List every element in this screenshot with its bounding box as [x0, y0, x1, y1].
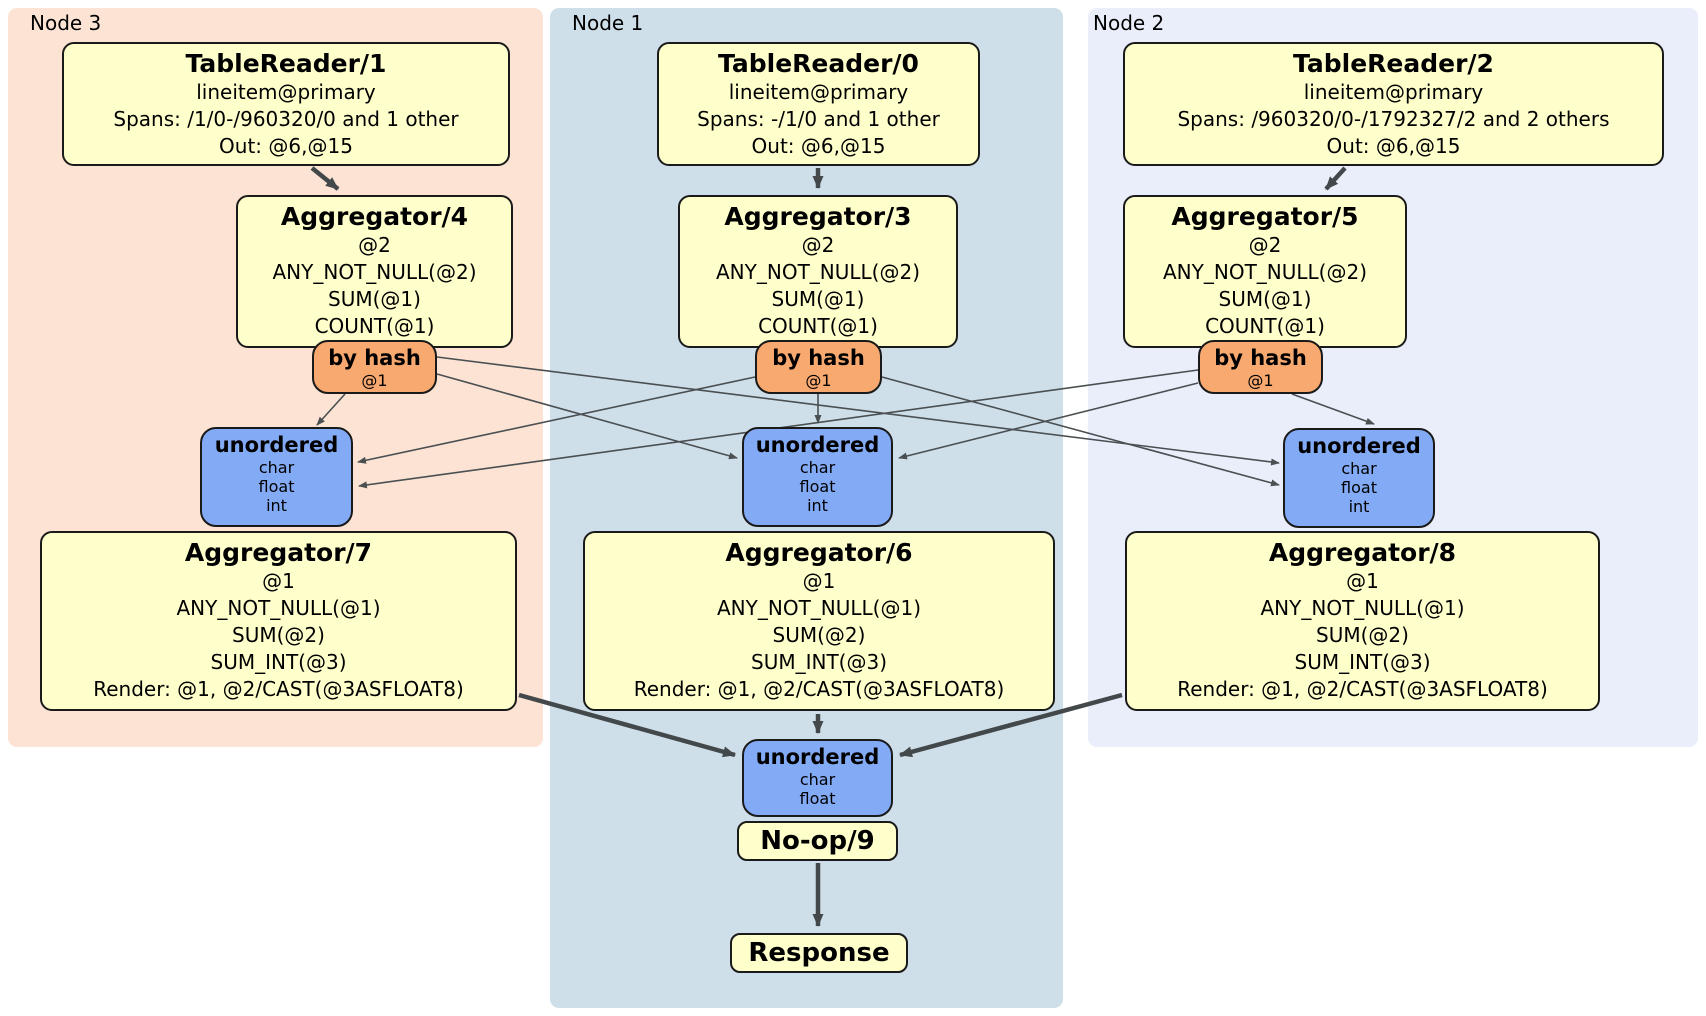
hash-router-node1-title: by hash	[772, 346, 865, 370]
aggregator-8-group: @1	[1346, 569, 1379, 593]
aggregator-7-fn2: SUM(@2)	[232, 623, 325, 647]
tablereader-1-index: lineitem@primary	[196, 80, 376, 104]
tablereader-2-spans: Spans: /960320/0-/1792327/2 and 2 others	[1177, 107, 1610, 131]
aggregator-5-fn2: SUM(@1)	[1218, 287, 1312, 311]
hash-router-node1-key: @1	[805, 371, 832, 390]
sync-col-int: int	[266, 496, 287, 515]
unordered-sync-node2: unordered char float int	[1283, 428, 1435, 528]
unordered-sync-final: unordered char float	[742, 739, 893, 817]
aggregator-6-fn3: SUM_INT(@3)	[751, 650, 887, 674]
tablereader-0-title: TableReader/0	[718, 49, 919, 78]
aggregator-5-box: Aggregator/5 @2 ANY_NOT_NULL(@2) SUM(@1)…	[1123, 195, 1407, 348]
tablereader-2-box: TableReader/2 lineitem@primary Spans: /9…	[1123, 42, 1664, 166]
noop-9-box: No-op/9	[737, 821, 898, 861]
tablereader-0-out: Out: @6,@15	[751, 134, 886, 158]
aggregator-7-render: Render: @1, @2/CAST(@3ASFLOAT8)	[93, 677, 464, 701]
aggregator-5-title: Aggregator/5	[1171, 202, 1359, 231]
aggregator-5-group: @2	[1248, 233, 1282, 257]
aggregator-7-group: @1	[262, 569, 295, 593]
aggregator-4-box: Aggregator/4 @2 ANY_NOT_NULL(@2) SUM(@1)…	[236, 195, 513, 348]
aggregator-3-title: Aggregator/3	[724, 202, 912, 231]
aggregator-4-fn1: ANY_NOT_NULL(@2)	[272, 260, 477, 284]
tablereader-1-title: TableReader/1	[185, 49, 387, 78]
tablereader-1-box: TableReader/1 lineitem@primary Spans: /1…	[62, 42, 510, 166]
sync-col-char: char	[258, 458, 295, 477]
tablereader-0-index: lineitem@primary	[728, 80, 909, 104]
aggregator-3-box: Aggregator/3 @2 ANY_NOT_NULL(@2) SUM(@1)…	[678, 195, 958, 348]
sync-col-float: float	[258, 477, 295, 496]
aggregator-7-fn3: SUM_INT(@3)	[210, 650, 347, 674]
hash-router-node2-key: @1	[1247, 371, 1274, 390]
tablereader-2-out: Out: @6,@15	[1326, 134, 1461, 158]
aggregator-3-fn1: ANY_NOT_NULL(@2)	[716, 260, 920, 284]
aggregator-4-title: Aggregator/4	[280, 202, 469, 231]
tablereader-1-out: Out: @6,@15	[219, 134, 353, 158]
unordered-sync-node2-title: unordered	[1297, 434, 1421, 458]
aggregator-5-fn3: COUNT(@1)	[1205, 314, 1325, 338]
sync-col-float: float	[799, 789, 836, 808]
tablereader-2-index: lineitem@primary	[1303, 80, 1484, 104]
aggregator-4-fn2: SUM(@1)	[328, 287, 421, 311]
hash-router-node1: by hash @1	[755, 340, 882, 394]
aggregator-6-fn2: SUM(@2)	[772, 623, 866, 647]
aggregator-4-group: @2	[358, 233, 391, 257]
unordered-sync-node1-title: unordered	[755, 433, 880, 457]
aggregator-6-render: Render: @1, @2/CAST(@3ASFLOAT8)	[633, 677, 1005, 701]
sync-col-float: float	[1341, 478, 1377, 497]
aggregator-8-fn1: ANY_NOT_NULL(@1)	[1260, 596, 1465, 620]
aggregator-8-box: Aggregator/8 @1 ANY_NOT_NULL(@1) SUM(@2)…	[1125, 531, 1600, 711]
tablereader-0-box: TableReader/0 lineitem@primary Spans: -/…	[657, 42, 980, 166]
unordered-sync-node3: unordered char float int	[200, 427, 353, 527]
sync-col-float: float	[799, 477, 836, 496]
tablereader-2-title: TableReader/2	[1293, 49, 1494, 78]
node1-label: Node 1	[572, 11, 644, 35]
aggregator-8-title: Aggregator/8	[1268, 538, 1457, 567]
sync-col-int: int	[807, 496, 828, 515]
tablereader-1-spans: Spans: /1/0-/960320/0 and 1 other	[113, 107, 459, 131]
hash-router-node3: by hash @1	[312, 340, 437, 394]
aggregator-3-fn3: COUNT(@1)	[758, 314, 878, 338]
aggregator-5-fn1: ANY_NOT_NULL(@2)	[1163, 260, 1367, 284]
sync-col-char: char	[799, 770, 836, 789]
response-box: Response	[730, 933, 908, 973]
aggregator-8-fn3: SUM_INT(@3)	[1294, 650, 1431, 674]
aggregator-6-title: Aggregator/6	[725, 538, 913, 567]
aggregator-6-box: Aggregator/6 @1 ANY_NOT_NULL(@1) SUM(@2)…	[583, 531, 1055, 711]
hash-router-node3-title: by hash	[328, 346, 421, 370]
hash-router-node3-key: @1	[361, 371, 388, 390]
aggregator-6-fn1: ANY_NOT_NULL(@1)	[717, 596, 921, 620]
unordered-sync-final-title: unordered	[755, 745, 880, 769]
node2-label: Node 2	[1093, 11, 1165, 35]
aggregator-6-group: @1	[802, 569, 836, 593]
aggregator-4-fn3: COUNT(@1)	[314, 314, 435, 338]
tablereader-0-spans: Spans: -/1/0 and 1 other	[697, 107, 940, 131]
aggregator-3-fn2: SUM(@1)	[771, 287, 865, 311]
aggregator-7-box: Aggregator/7 @1 ANY_NOT_NULL(@1) SUM(@2)…	[40, 531, 517, 711]
sync-col-char: char	[799, 458, 836, 477]
sync-col-int: int	[1348, 497, 1370, 516]
node3-label: Node 3	[30, 11, 102, 35]
unordered-sync-node1: unordered char float int	[742, 427, 893, 527]
aggregator-3-group: @2	[801, 233, 835, 257]
aggregator-7-fn1: ANY_NOT_NULL(@1)	[176, 596, 381, 620]
hash-router-node2: by hash @1	[1198, 340, 1323, 394]
hash-router-node2-title: by hash	[1214, 346, 1307, 370]
sync-col-char: char	[1341, 459, 1377, 478]
aggregator-8-render: Render: @1, @2/CAST(@3ASFLOAT8)	[1177, 677, 1548, 701]
aggregator-7-title: Aggregator/7	[184, 538, 373, 567]
aggregator-8-fn2: SUM(@2)	[1316, 623, 1409, 647]
unordered-sync-node3-title: unordered	[214, 433, 339, 457]
